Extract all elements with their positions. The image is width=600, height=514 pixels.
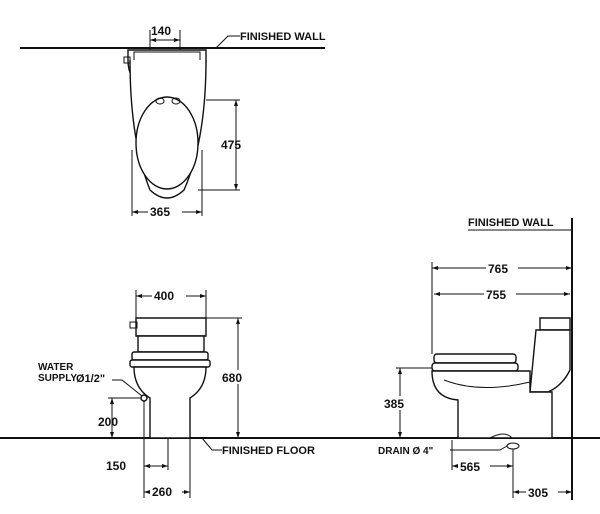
front-flush-lever [129,321,138,329]
floor-leader [201,437,222,451]
water-supply-size: Ø1/2" [76,373,105,385]
water-supply-label-2: SUPPLY [38,373,77,384]
dim-top-140: 140 [151,24,171,38]
side-tank [529,329,571,393]
side-tank-lid [539,317,571,331]
water-supply-valve [140,394,148,402]
side-seat-lid [433,353,517,364]
side-trapway [489,433,513,439]
dim-drain-260: 260 [152,485,172,499]
drain-leader [450,445,508,451]
dim-front-680: 680 [222,371,242,385]
side-finished-wall-label: FINISHED WALL [468,217,554,229]
top-hinge-right [171,97,181,105]
side-bowl [431,370,553,439]
finished-floor-label: FINISHED FLOOR [222,445,315,457]
top-hinge-left [155,97,165,105]
dim-top-365: 365 [150,205,170,219]
water-supply-leader [112,379,143,397]
side-seat-ring [431,362,519,372]
front-view: 400 680 WATER SUPPLY Ø1/2" 200 150 [38,289,250,499]
water-supply-label-1: WATER [38,362,74,373]
top-seat [135,96,199,190]
dim-supply-150: 150 [106,459,126,473]
side-drain-outlet [506,442,520,450]
top-wall-leader [215,35,240,49]
front-tank [137,335,205,353]
dim-side-755: 755 [486,288,506,302]
front-seat-ring [129,359,211,368]
front-seat-lid [131,351,209,361]
front-tank-lid [135,317,207,337]
dim-side-765: 765 [488,262,508,276]
side-view: FINISHED WALL 765 755 385 D [378,217,573,500]
dim-supply-200: 200 [98,415,118,429]
top-finished-wall-label: FINISHED WALL [240,31,326,43]
drain-label: DRAIN Ø 4" [378,446,434,457]
dim-side-565: 565 [460,460,480,474]
dim-side-305: 305 [528,486,548,500]
dim-front-400: 400 [154,289,174,303]
top-view: FINISHED WALL 140 475 365 [20,24,326,219]
dim-top-475: 475 [221,138,241,152]
front-bowl [133,366,207,439]
dim-side-385: 385 [384,397,404,411]
side-bowl-contour [443,379,531,388]
